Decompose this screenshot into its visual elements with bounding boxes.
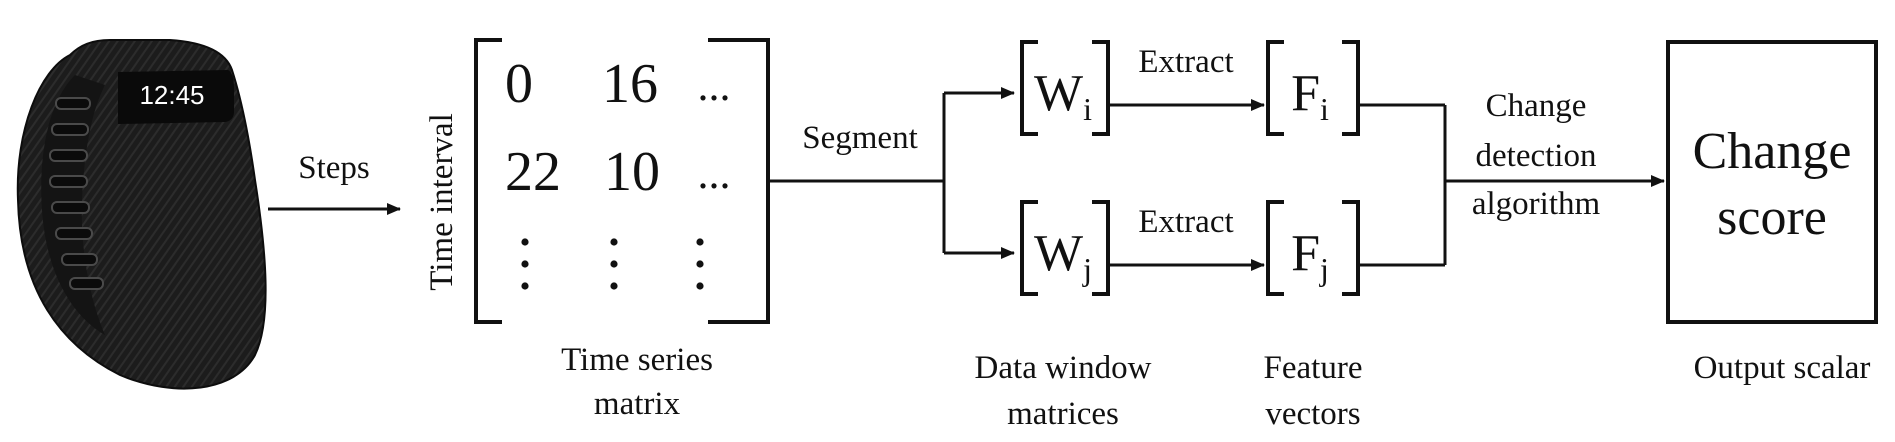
matrix-cell: 10 xyxy=(604,141,660,203)
algorithm-label-line-1: Change xyxy=(1486,88,1587,124)
extract-top-label: Extract xyxy=(1138,44,1233,80)
band-holes xyxy=(49,97,104,290)
time-interval-axis-label: Time interval xyxy=(424,113,460,291)
windows-caption-line-1: Data window xyxy=(975,350,1152,386)
data-window-bottom: Wj xyxy=(1020,200,1110,296)
steps-label: Steps xyxy=(298,150,370,186)
algorithm-label-line-3: algorithm xyxy=(1472,186,1601,222)
window-w-j: Wj xyxy=(1034,225,1092,287)
matrix-cell: 22 xyxy=(505,141,561,203)
extract-bottom-label: Extract xyxy=(1138,204,1233,240)
data-window-top: Wi xyxy=(1020,40,1110,136)
feature-vector-bottom: Fj xyxy=(1266,200,1360,296)
feature-f-j: Fj xyxy=(1291,225,1329,287)
combine-connector xyxy=(1358,103,1665,267)
matrix-caption-line-2: matrix xyxy=(594,386,681,422)
windows-caption-line-2: matrices xyxy=(1007,396,1119,432)
device-display-time: 12:45 xyxy=(139,80,204,110)
change-score-line-1: Change xyxy=(1693,123,1852,180)
feature-vector-top: Fi xyxy=(1266,40,1360,136)
features-caption-line-2: vectors xyxy=(1265,396,1360,432)
change-score-line-2: score xyxy=(1717,189,1827,246)
matrix-vertical-ellipsis xyxy=(521,238,704,290)
window-w-i: Wi xyxy=(1034,65,1092,127)
feature-f-i: Fi xyxy=(1291,65,1329,127)
segment-label: Segment xyxy=(802,120,917,156)
features-caption-line-1: Feature xyxy=(1264,350,1363,386)
extract-arrows xyxy=(1108,99,1265,271)
algorithm-label-line-2: detection xyxy=(1476,138,1597,174)
matrix-caption-line-1: Time series xyxy=(561,342,713,378)
matrix-cell: 16 xyxy=(602,53,658,115)
output-caption: Output scalar xyxy=(1694,350,1871,386)
matrix-cell: 0 xyxy=(505,53,533,115)
change-score-box xyxy=(1666,40,1878,324)
segment-connector xyxy=(768,87,1015,259)
fitness-tracker-band-icon: 12:45 xyxy=(16,39,267,390)
matrix-cell: ... xyxy=(698,149,731,198)
matrix-left-bracket xyxy=(474,38,502,324)
time-series-matrix: 0 16 ... 22 10 ... xyxy=(474,38,770,324)
matrix-cell: ... xyxy=(698,61,731,110)
